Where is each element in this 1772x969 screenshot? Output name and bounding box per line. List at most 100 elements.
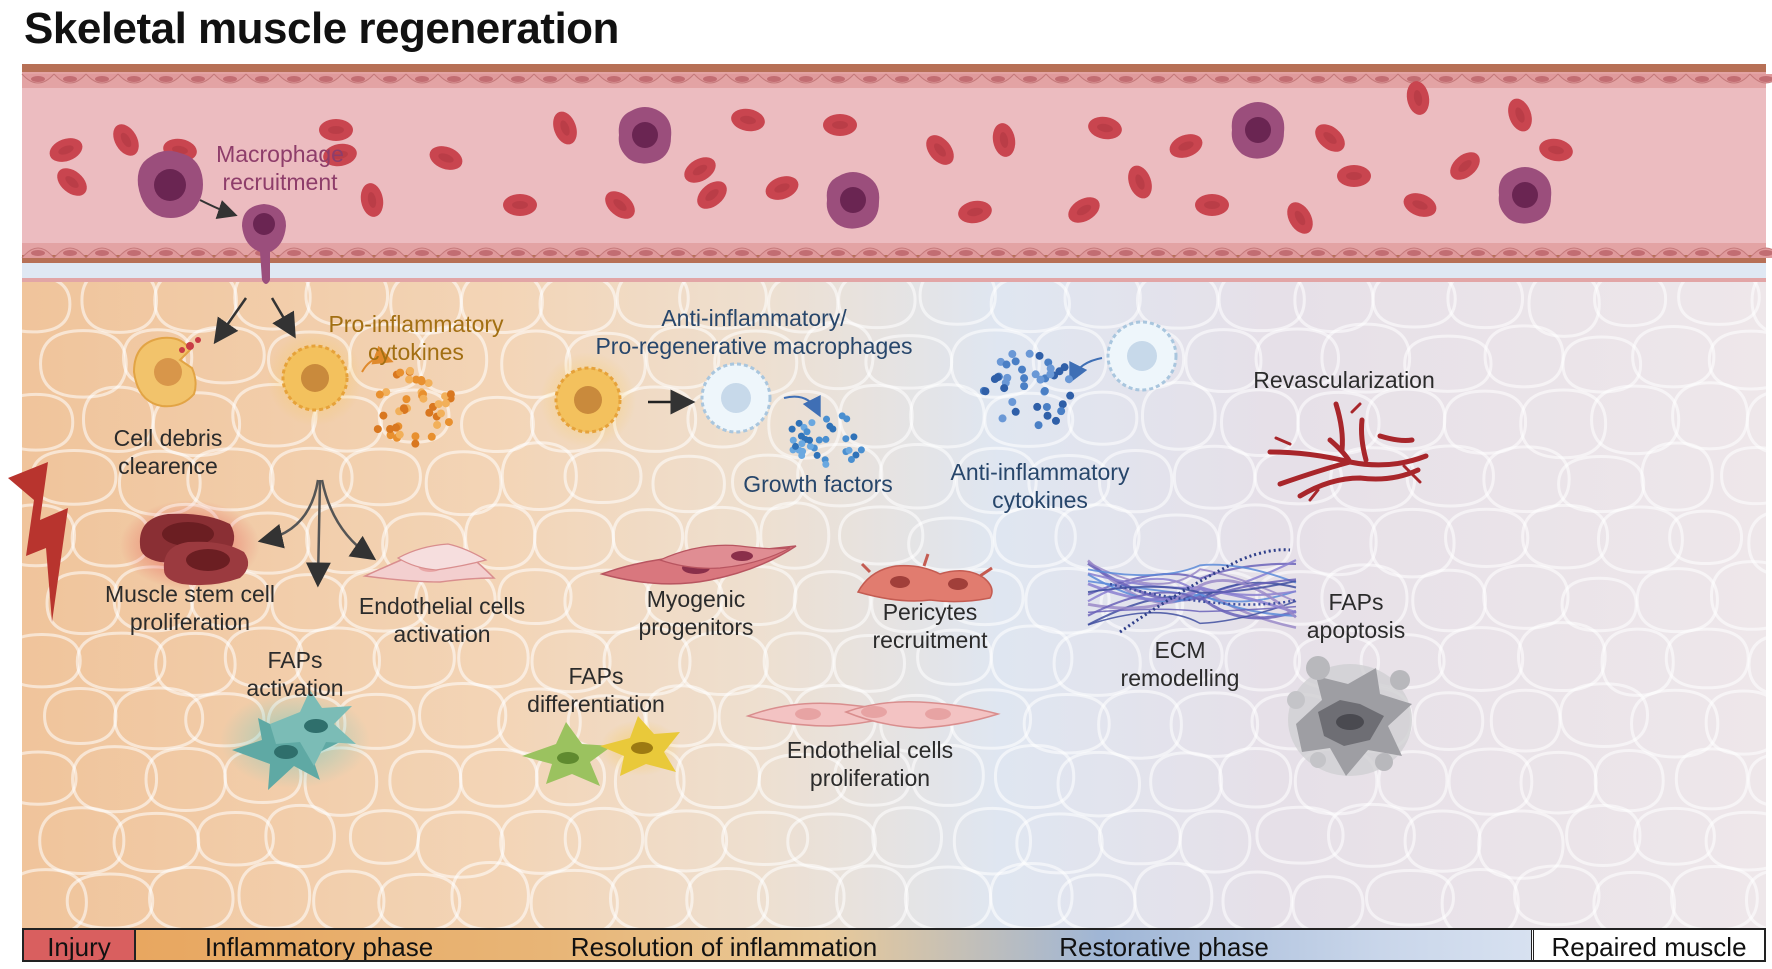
red-blood-cell bbox=[1287, 202, 1313, 234]
muscle-fiber-outline bbox=[450, 860, 530, 931]
muscle-fiber-outline bbox=[878, 443, 957, 510]
endothelial-nucleus bbox=[1503, 250, 1517, 256]
muscle-fiber-outline bbox=[1255, 570, 1346, 626]
injury-lightning-icon bbox=[8, 462, 68, 622]
muscle-fiber-outline bbox=[989, 862, 1074, 930]
red-blood-cell bbox=[992, 123, 1016, 157]
growth-factor-dot bbox=[850, 433, 858, 441]
endothelial-nucleus bbox=[447, 250, 461, 256]
endothelial-nucleus bbox=[63, 250, 77, 256]
muscle-fiber-outline bbox=[154, 631, 237, 697]
faps-differentiation-cells bbox=[522, 716, 680, 786]
cytokine-dot bbox=[392, 423, 401, 432]
muscle-fiber-outline bbox=[1747, 510, 1772, 576]
pro-cytokine-arrow bbox=[361, 345, 394, 373]
endothelial-nucleus bbox=[1311, 76, 1325, 82]
cytokine-dot bbox=[1058, 400, 1067, 409]
muscle-fiber-outline bbox=[1747, 634, 1772, 696]
cytokine-dot bbox=[998, 414, 1007, 423]
muscle-fiber-outline bbox=[1513, 864, 1601, 927]
muscle-fiber-outline bbox=[372, 627, 456, 689]
muscle-stem-cells bbox=[120, 500, 260, 590]
muscle-fiber-outline bbox=[417, 325, 489, 395]
endothelial-nucleus bbox=[1343, 76, 1357, 82]
endothelial-nucleus bbox=[703, 76, 717, 82]
red-blood-cell bbox=[823, 114, 857, 136]
muscle-fiber-outline bbox=[1558, 682, 1650, 748]
endothelial-nucleus bbox=[1567, 250, 1581, 256]
endothelial-nucleus bbox=[1439, 250, 1453, 256]
red-blood-cell bbox=[360, 183, 384, 217]
muscle-fiber-outline bbox=[721, 810, 810, 867]
cytokine-dot bbox=[1002, 360, 1011, 369]
growth-factor-dot bbox=[797, 432, 805, 440]
muscle-fiber-outline bbox=[731, 453, 806, 511]
endothelial-nucleus bbox=[543, 76, 557, 82]
muscle-fiber-outline bbox=[1365, 869, 1455, 927]
muscle-fiber-outline bbox=[833, 746, 912, 807]
phase-restorative: Restorative phase bbox=[1059, 932, 1269, 962]
collagen-fiber bbox=[1087, 578, 1297, 617]
myogenic-progenitors bbox=[599, 544, 797, 585]
cytokine-dot bbox=[424, 379, 433, 388]
muscle-fiber-outline bbox=[1482, 445, 1571, 514]
collagen-fiber bbox=[1087, 563, 1297, 584]
endothelial-nucleus bbox=[831, 250, 845, 256]
collagen-fiber bbox=[1087, 562, 1297, 620]
muscle-fiber-outline bbox=[39, 329, 128, 399]
endothelial-nucleus bbox=[767, 250, 781, 256]
growth-factor-dot bbox=[847, 456, 855, 464]
endothelial-nucleus bbox=[1727, 76, 1741, 82]
muscle-fiber-outline bbox=[1640, 441, 1714, 512]
muscle-fiber-outline bbox=[1590, 384, 1681, 456]
cytokine-dot bbox=[411, 439, 420, 448]
endothelial-nucleus bbox=[287, 76, 301, 82]
growth-factor-dot bbox=[789, 436, 797, 444]
extravasating-macrophage bbox=[242, 204, 286, 284]
muscle-fiber-outline bbox=[1437, 626, 1525, 692]
cytokine-dot bbox=[399, 404, 408, 413]
growth-factor-dot bbox=[813, 451, 821, 459]
endothelial-nucleus bbox=[1375, 250, 1389, 256]
muscle-fiber-outline bbox=[1720, 445, 1772, 506]
muscle-fiber-outline bbox=[0, 275, 72, 334]
endothelial-nucleus bbox=[447, 76, 461, 82]
cytokine-dot bbox=[1051, 416, 1060, 425]
red-blood-cell bbox=[319, 119, 353, 141]
endothelial-nucleus bbox=[927, 76, 941, 82]
growth-factor-dot bbox=[852, 451, 860, 459]
endothelial-nucleus bbox=[863, 250, 877, 256]
endothelial-nucleus bbox=[127, 250, 141, 256]
endothelial-nucleus bbox=[1151, 250, 1165, 256]
arrow-to-msc bbox=[257, 479, 320, 549]
red-blood-cell bbox=[1450, 152, 1480, 180]
muscle-fiber-outline bbox=[1024, 567, 1111, 635]
collagen-fiber bbox=[1087, 605, 1297, 614]
endothelial-nucleus bbox=[991, 76, 1005, 82]
red-blood-cell bbox=[503, 194, 537, 216]
cytokine-dot bbox=[1020, 382, 1029, 391]
growth-factor-dot bbox=[857, 446, 865, 454]
cytokine-dot bbox=[446, 390, 455, 399]
endothelial-nucleus bbox=[1215, 76, 1229, 82]
red-blood-cell bbox=[57, 168, 87, 196]
ecm-fibers bbox=[1087, 548, 1297, 634]
muscle-fiber-outline bbox=[1709, 560, 1772, 631]
muscle-fiber-outline bbox=[1097, 448, 1174, 514]
red-blood-cell bbox=[429, 146, 463, 170]
macrophage-cell bbox=[826, 172, 880, 229]
muscle-fiber-outline bbox=[1745, 869, 1772, 931]
growth-factor-dot bbox=[822, 460, 830, 468]
muscle-fiber-outline bbox=[1593, 748, 1665, 813]
muscle-fiber-outline bbox=[801, 320, 875, 391]
endothelial-nucleus bbox=[159, 76, 173, 82]
endothelial-nucleus bbox=[1119, 76, 1133, 82]
muscle-fiber-outline bbox=[1054, 503, 1141, 571]
endothelial-cells-activation bbox=[362, 543, 496, 583]
muscle-fiber-outline bbox=[983, 391, 1075, 448]
